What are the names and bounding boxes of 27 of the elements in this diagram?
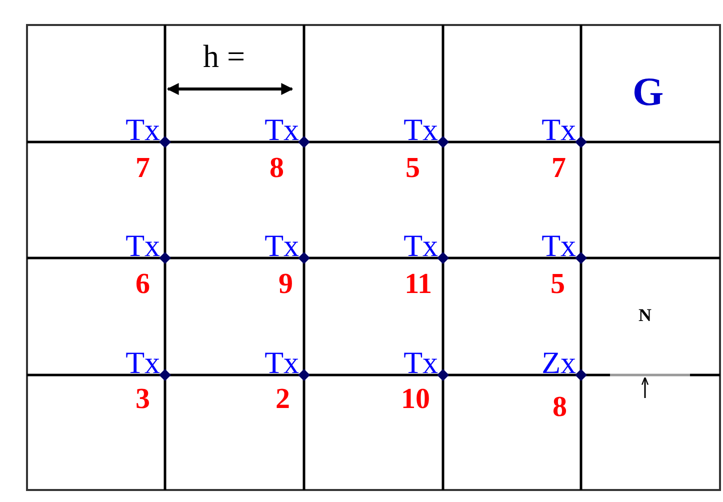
point-value: 8 [270, 154, 284, 183]
point-value: 9 [278, 270, 293, 299]
point-value: 11 [404, 270, 432, 299]
point-value: 6 [136, 270, 150, 299]
grid-label: G [632, 72, 664, 112]
point-label: Tx [404, 347, 438, 378]
point-label: Zx [542, 347, 576, 378]
point-label: Tx [126, 230, 160, 261]
point-value: 7 [552, 154, 566, 183]
dimension-label: h = [203, 40, 246, 72]
point-value: 3 [136, 385, 150, 414]
point-label: Tx [126, 114, 160, 145]
point-label: Tx [542, 230, 576, 261]
point-value: 10 [401, 385, 430, 414]
point-label: Tx [264, 347, 299, 378]
point-label: Tx [404, 230, 438, 261]
point-label: Tx [126, 347, 160, 378]
point-value: 2 [276, 385, 290, 414]
point-label: Tx [264, 114, 299, 145]
point-value: 8 [552, 393, 567, 422]
point-label: Tx [264, 230, 299, 261]
north-label: N [638, 306, 652, 324]
point-label: Tx [542, 114, 576, 145]
point-value: 5 [406, 154, 420, 183]
point-value: 5 [550, 270, 565, 299]
point-value: 7 [136, 154, 150, 183]
point-label: Tx [404, 114, 438, 145]
